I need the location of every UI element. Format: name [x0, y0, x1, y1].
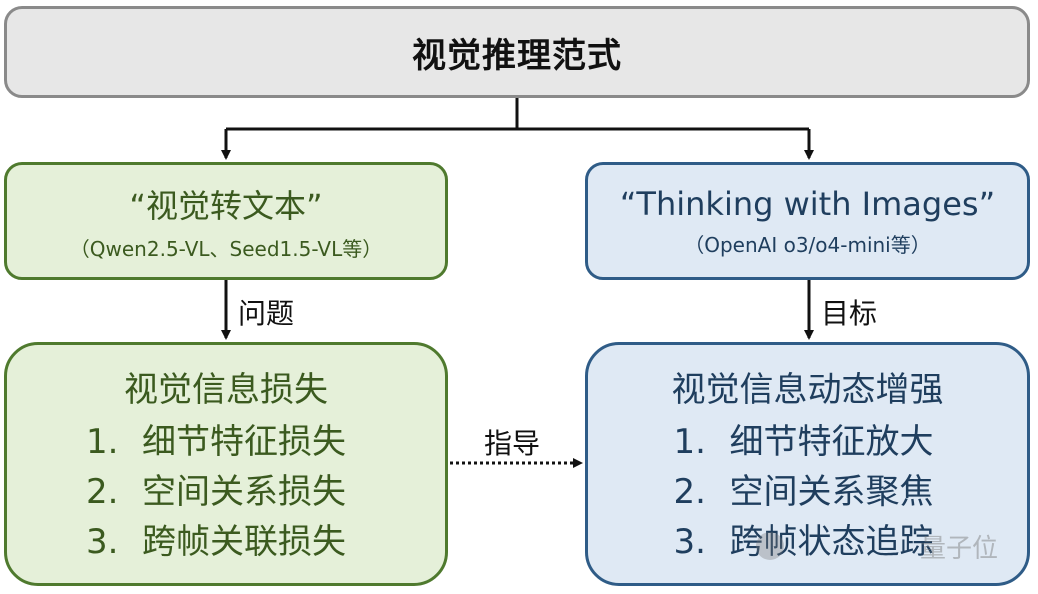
right-item-text: 空间关系聚焦 [729, 471, 934, 512]
left-item-text: 跨帧关联损失 [142, 521, 346, 562]
right-item-number: 3. [673, 521, 706, 562]
left-item-number: 1. [86, 421, 119, 462]
left-list-item: 2. 空间关系损失 [76, 467, 376, 517]
right-item-number: 1. [673, 421, 706, 462]
right-list-item: 2. 空间关系聚焦 [652, 467, 964, 517]
right-item-number: 2. [673, 471, 706, 512]
watermark-icon [756, 532, 784, 560]
top-box: 视觉推理范式 [4, 6, 1030, 98]
right-item-text: 细节特征放大 [729, 421, 934, 462]
middle-arrow-label: 指导 [484, 427, 541, 460]
left-header-box: “视觉转文本” （Qwen2.5-VL、Seed1.5-VL等） [4, 162, 448, 280]
left-item-number: 2. [86, 471, 119, 512]
top-title: 视觉推理范式 [412, 35, 622, 76]
right-header-title: “Thinking with Images” [619, 184, 996, 223]
right-body-box: 视觉信息动态增强 1. 细节特征放大 2. 空间关系聚焦 3. 跨帧状态追踪 [585, 342, 1030, 586]
left-arrow-label: 问题 [238, 297, 295, 330]
watermark-text: 量子位 [919, 534, 998, 564]
left-body-title: 视觉信息损失 [124, 369, 328, 410]
left-item-text: 细节特征损失 [142, 421, 346, 462]
right-header-box: “Thinking with Images” （OpenAI o3/o4-min… [585, 162, 1030, 280]
left-header-title: “视觉转文本” [129, 186, 323, 225]
right-item-text: 跨帧状态追踪 [729, 521, 934, 562]
left-item-text: 空间关系损失 [142, 471, 346, 512]
left-item-number: 3. [86, 521, 119, 562]
right-arrow-label: 目标 [821, 297, 878, 330]
right-list-item: 1. 细节特征放大 [652, 417, 964, 467]
left-header-subtitle: （Qwen2.5-VL、Seed1.5-VL等） [69, 236, 383, 261]
left-list-item: 3. 跨帧关联损失 [76, 517, 376, 567]
right-list-item: 3. 跨帧状态追踪 [652, 517, 964, 567]
left-body-box: 视觉信息损失 1. 细节特征损失 2. 空间关系损失 3. 跨帧关联损失 [4, 342, 448, 586]
left-list-item: 1. 细节特征损失 [76, 417, 376, 467]
right-body-title: 视觉信息动态增强 [671, 369, 944, 410]
right-header-subtitle: （OpenAI o3/o4-mini等） [684, 232, 931, 257]
